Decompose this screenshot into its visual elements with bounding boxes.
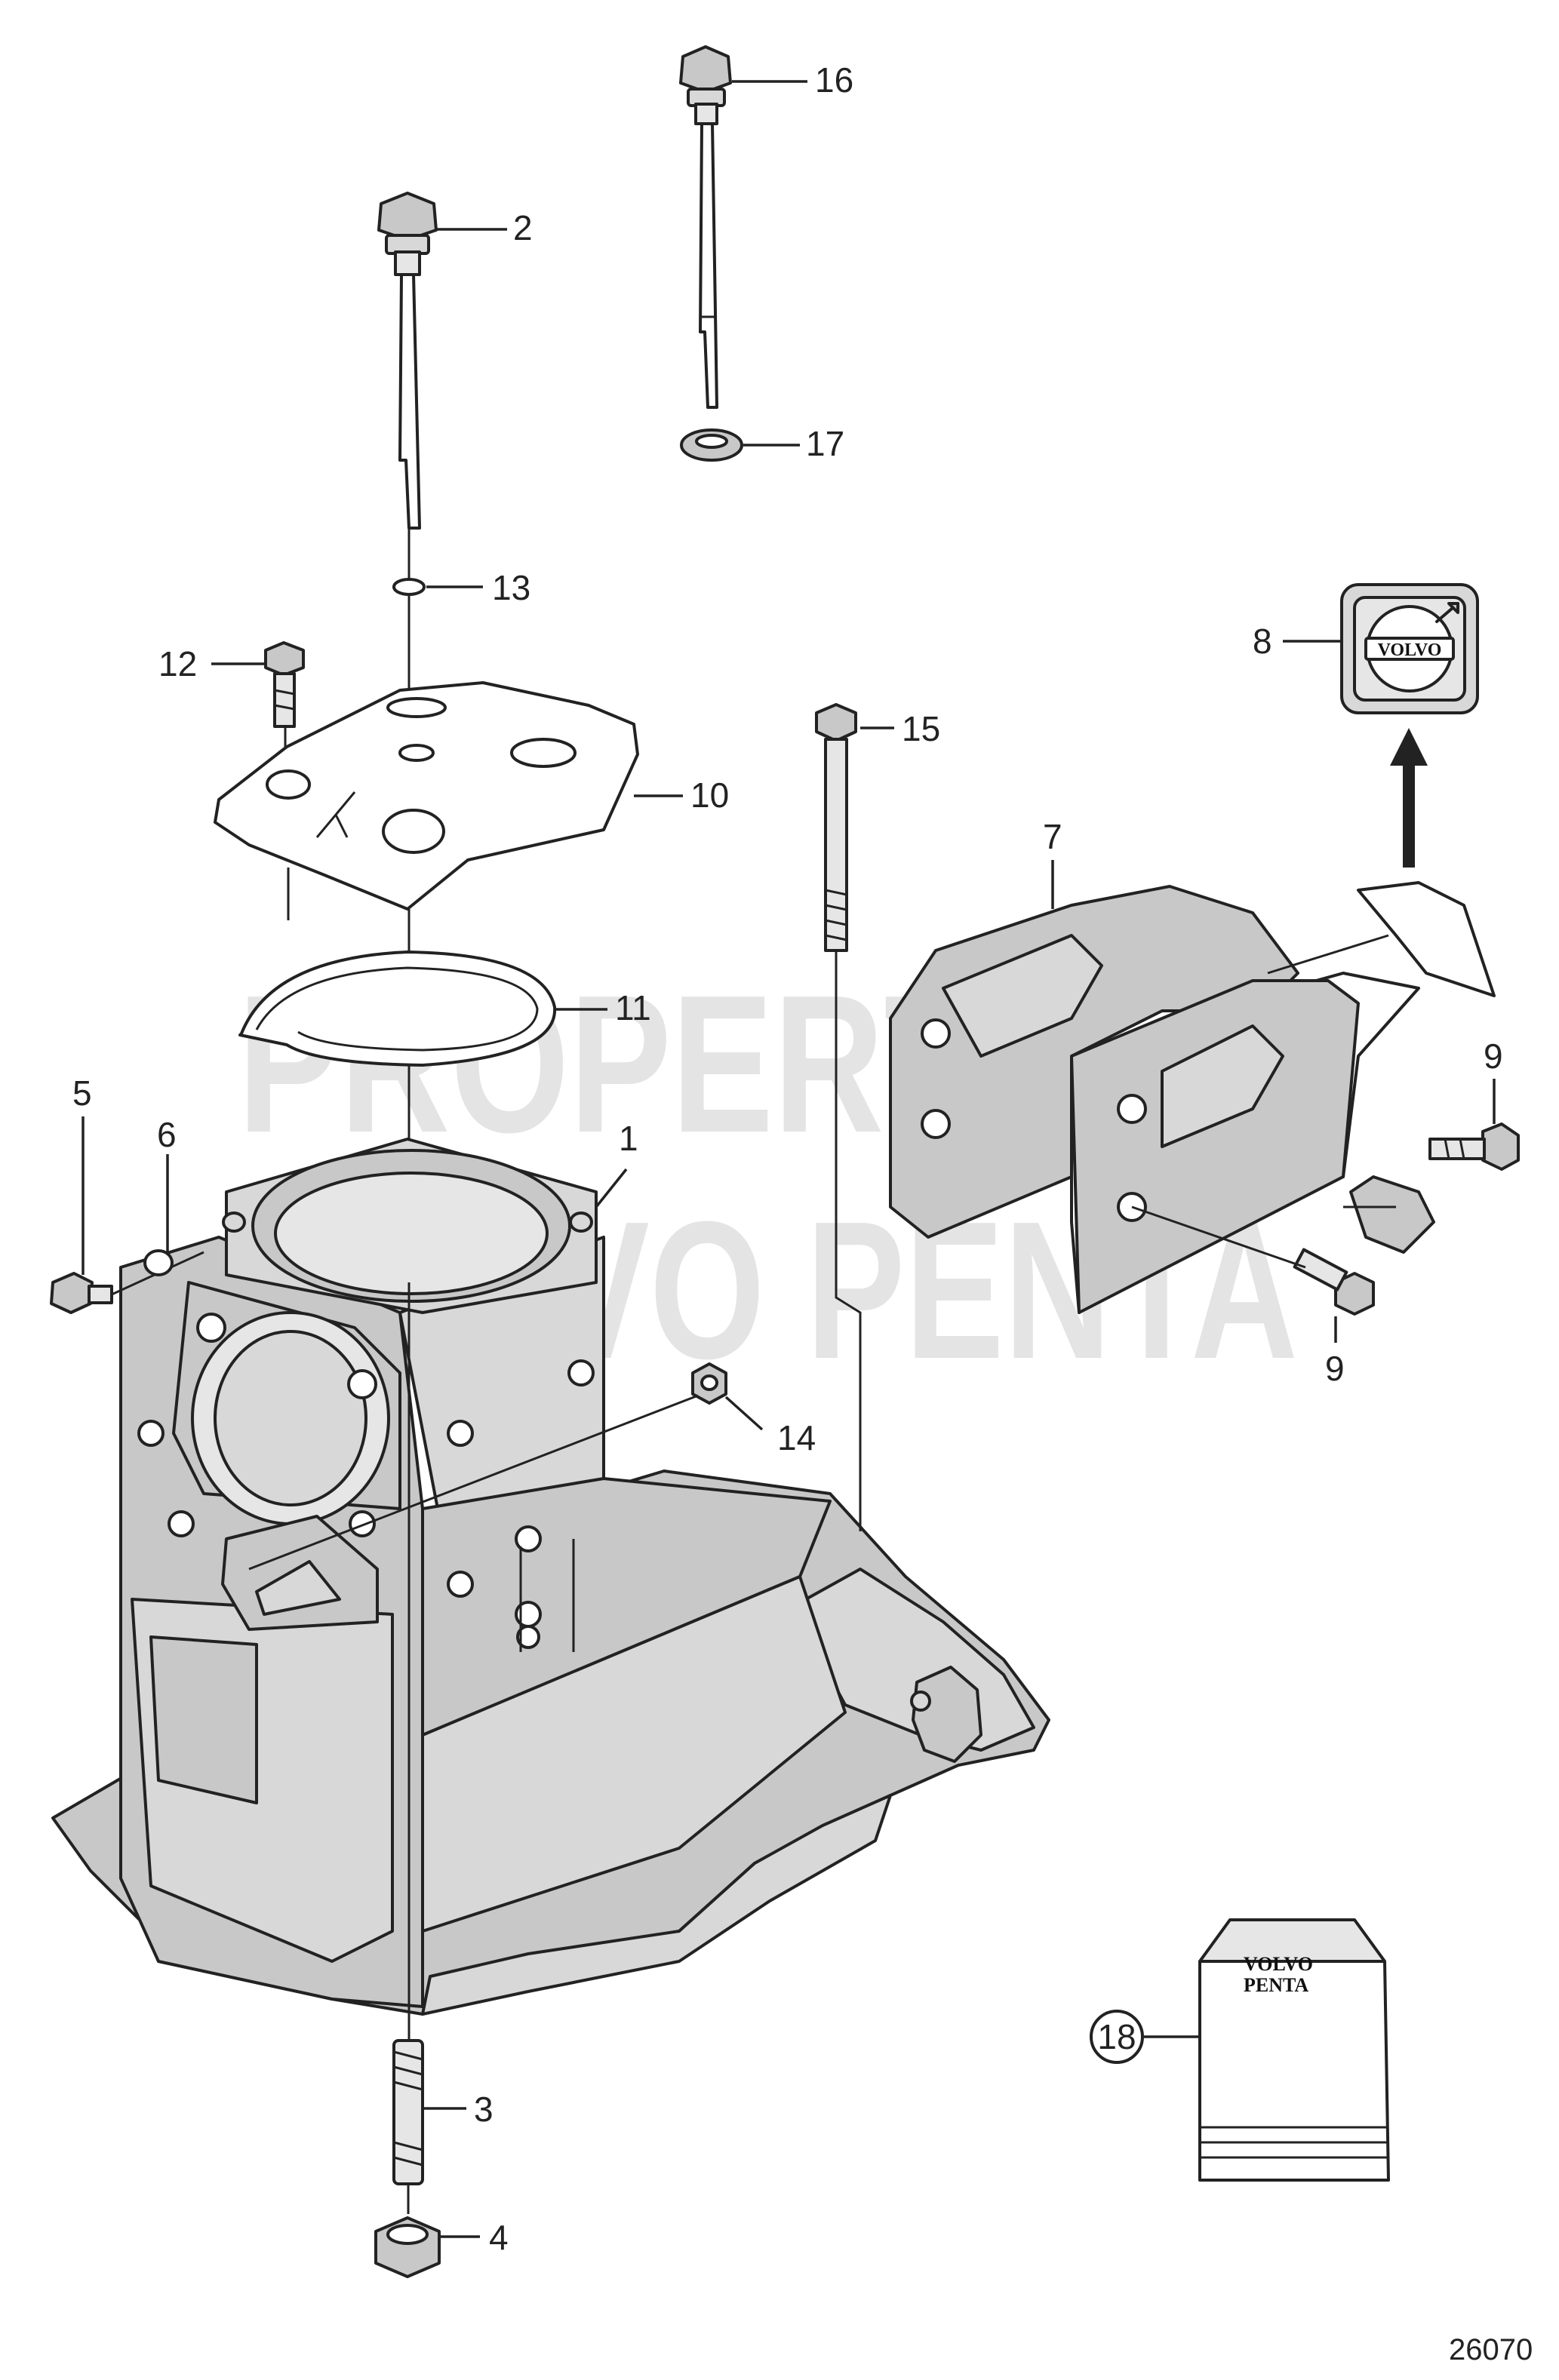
callout-18-circle (1090, 2010, 1144, 2064)
callout-6: 6 (157, 1115, 177, 1154)
decal-flap (1357, 881, 1496, 997)
callout-12: 12 (158, 644, 197, 683)
figure-number: 26070 (1449, 2333, 1533, 2366)
arrow-up (1390, 728, 1428, 868)
part-9-screw-upper (1428, 1122, 1520, 1171)
callout-9a: 9 (1484, 1036, 1503, 1076)
callout-1: 1 (619, 1119, 638, 1158)
callout-17: 17 (806, 424, 844, 463)
callout-15: 15 (902, 709, 940, 748)
part-14-nut (248, 1362, 727, 1571)
callout-16: 16 (815, 60, 853, 100)
part-13-o-ring (392, 578, 426, 596)
callout-8: 8 (1253, 622, 1272, 661)
callout-14: 14 (777, 1418, 816, 1457)
callout-5: 5 (72, 1073, 92, 1113)
leader-lines (81, 80, 1496, 2238)
callout-10: 10 (690, 775, 729, 815)
kit-label-line1: VOLVO (1244, 1953, 1313, 1975)
callouts: 16 17 2 13 12 10 11 1 15 7 8 9 9 5 6 14 … (72, 60, 1503, 2257)
part-12-screw (264, 641, 305, 800)
callout-11: 11 (615, 988, 651, 1027)
part-6-washer (143, 1249, 174, 1276)
part-9-screw-lower (1131, 1205, 1375, 1316)
part-1-gear-housing (51, 1138, 1050, 2016)
part-7-shield (889, 885, 1435, 1314)
part-15-long-bolt (815, 703, 862, 1531)
part-3-stud (392, 2039, 424, 2214)
callout-7: 7 (1043, 817, 1062, 856)
callout-13: 13 (492, 568, 530, 607)
callout-3: 3 (474, 2090, 494, 2129)
part-16-dipstick (679, 45, 732, 409)
part-10-cover (214, 681, 639, 920)
callout-2: 2 (513, 208, 533, 247)
callout-4: 4 (489, 2218, 509, 2257)
callout-18: 18 (1097, 2017, 1136, 2056)
kit-label-line2: PENTA (1244, 1974, 1308, 1996)
part-17-seal (680, 428, 743, 462)
part-18-kit: VOLVO PENTA (1198, 1918, 1390, 2182)
part-11-gasket (238, 950, 557, 1067)
part-4-nut (374, 2216, 441, 2278)
part-8-emblem: VOLVO (1340, 583, 1479, 714)
callout-9b: 9 (1325, 1349, 1345, 1388)
part-2-dipstick (377, 192, 438, 581)
emblem-text: VOLVO (1378, 640, 1442, 660)
